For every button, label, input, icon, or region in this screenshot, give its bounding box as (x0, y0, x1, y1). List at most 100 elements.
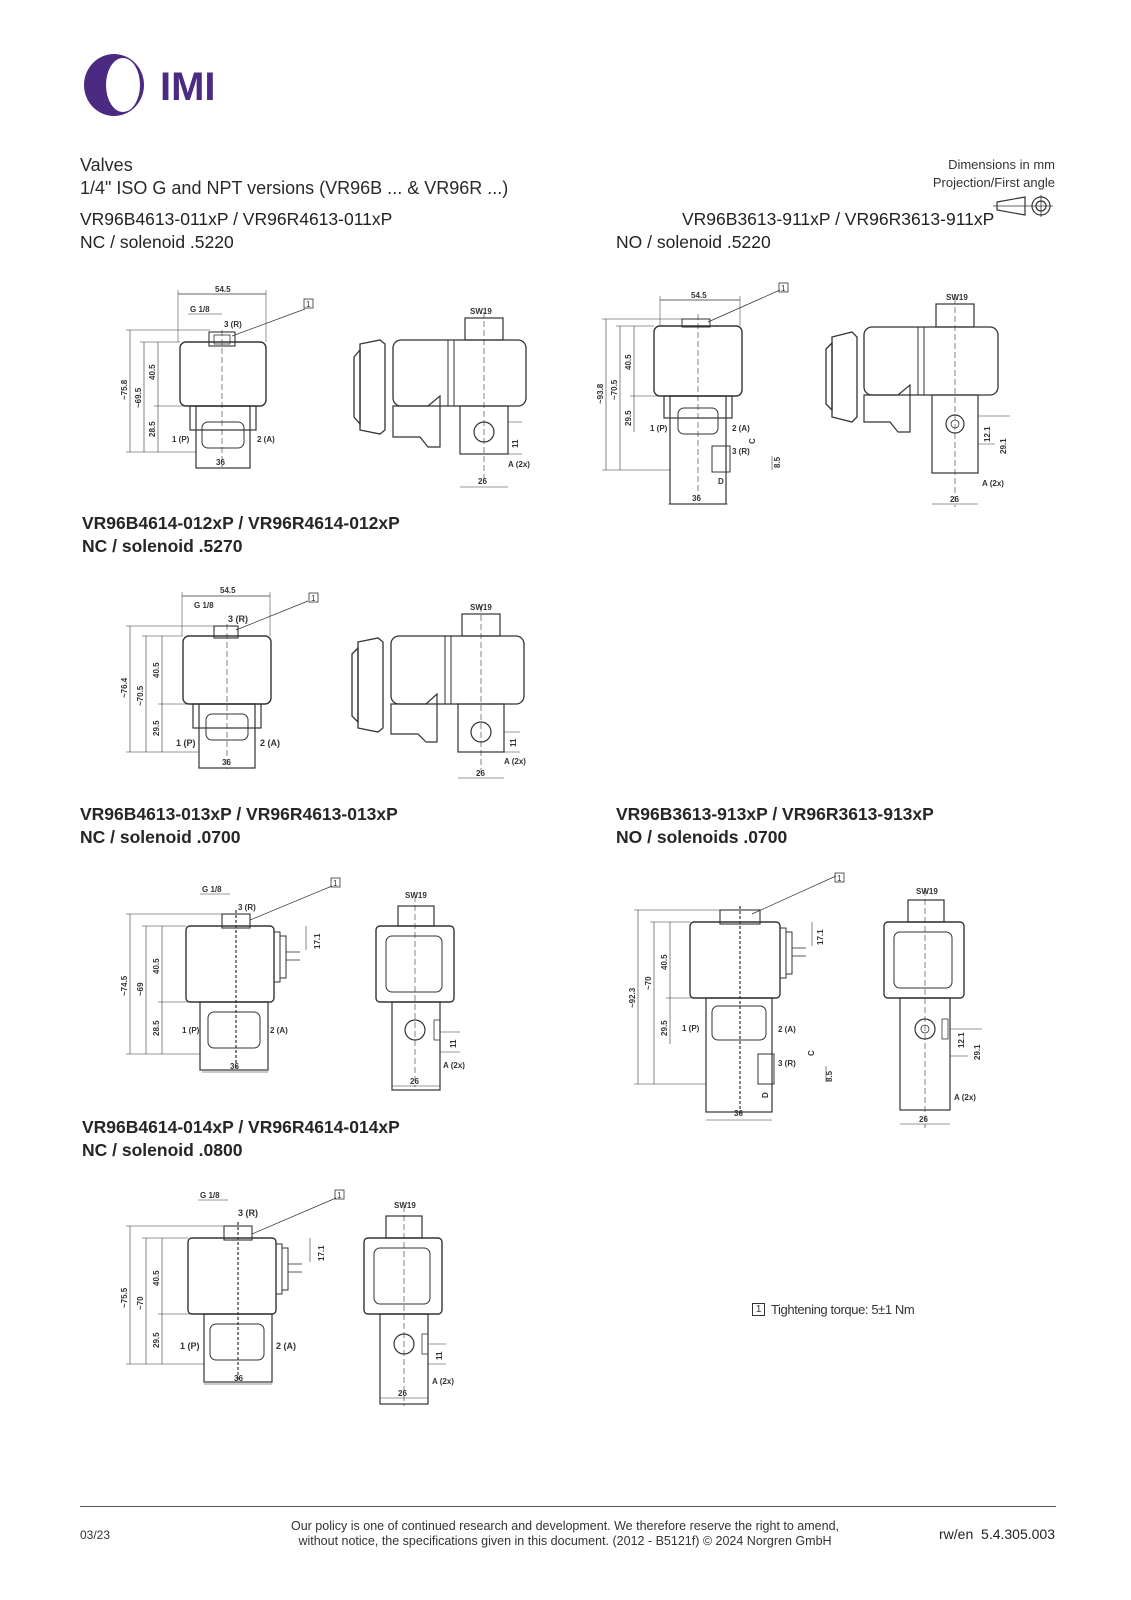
logo-text: IMI (160, 65, 216, 109)
d1-a2x: A (2x) (508, 460, 530, 469)
d4-dim-body: 28.5 (152, 1020, 161, 1036)
d4-note-ref: 1 (333, 879, 338, 888)
d5-dim-body: 29.5 (660, 1020, 669, 1036)
d5-a2x: A (2x) (954, 1093, 976, 1102)
d6-a2x: A (2x) (432, 1377, 454, 1386)
d5-dim-coil: 40.5 (660, 954, 669, 970)
section-1-model: VR96B4613-011xP / VR96R4613-011xP (80, 209, 393, 229)
d5-sw19: SW19 (916, 887, 938, 896)
d3-port1: 1 (P) (176, 738, 196, 748)
footer-policy-line-1: Our policy is one of continued research … (291, 1519, 839, 1533)
section-4-title: VR96B4613-013xP / VR96R4613-013xP NC / s… (80, 803, 398, 849)
d5-port2: 2 (A) (778, 1025, 796, 1034)
d6-port1: 1 (P) (180, 1341, 200, 1351)
d4-port1: 1 (P) (182, 1026, 200, 1035)
section-2-type: NO / solenoid .5220 (616, 232, 771, 252)
section-6-title: VR96B4614-014xP / VR96R4614-014xP NC / s… (82, 1116, 400, 1162)
d5-d: D (761, 1092, 770, 1098)
d3-note-ref: 1 (311, 594, 316, 603)
d2-dim-width: 54.5 (691, 291, 707, 300)
d5-dim-side: 26 (919, 1115, 928, 1124)
d4-dim-side: 26 (410, 1077, 419, 1086)
d6-port3: 3 (R) (238, 1208, 258, 1218)
section-3-model: VR96B4614-012xP / VR96R4614-012xP (82, 513, 400, 533)
d3-dim-side: 26 (476, 769, 485, 778)
d5-c: C (807, 1050, 816, 1056)
footer-policy: Our policy is one of continued research … (265, 1519, 865, 1549)
section-2-title: VR96B3613-911xP / VR96R3613-911xP NO / s… (616, 208, 994, 254)
d1-dim-base: 36 (216, 458, 225, 467)
d3-port3: 3 (R) (228, 614, 248, 624)
d3-dim-body: 29.5 (152, 720, 161, 736)
d2-dim-291: 29.1 (999, 438, 1008, 454)
d2-dim-coil: 40.5 (624, 354, 633, 370)
d6-sw19: SW19 (394, 1201, 416, 1210)
d3-dim-coil: 40.5 (152, 662, 161, 678)
d5-dim-h2: ~70 (644, 976, 653, 990)
d1-note-ref: 1 (306, 300, 311, 309)
d6-dim-base: 36 (234, 1374, 243, 1383)
section-3-title: VR96B4614-012xP / VR96R4614-012xP NC / s… (82, 512, 400, 558)
imi-logo: IMI (78, 50, 228, 120)
drawing-5: 1 17.1 1 (P) 2 (A) 3 (R) C D 8.5 36 ~92.… (620, 866, 1020, 1136)
drawing-2: 54.5 1 1 (P) 2 (A) 3 (R) C D 8.5 36 ~93.… (590, 282, 1030, 517)
d4-dim-h2: ~69 (136, 982, 145, 996)
d1-port2: 2 (A) (257, 435, 275, 444)
note-number-box: 1 (752, 1303, 765, 1316)
d4-dim-base: 36 (230, 1062, 239, 1071)
d6-port2: 2 (A) (276, 1341, 296, 1351)
d6-dim-171: 17.1 (317, 1245, 326, 1261)
d5-dim-291: 29.1 (973, 1044, 982, 1060)
d1-dim-body: 28.5 (148, 421, 157, 437)
page-title: Valves (80, 155, 133, 175)
d6-dim-side: 26 (398, 1389, 407, 1398)
first-angle-projection-icon (993, 194, 1055, 223)
d4-dim-total: ~74.5 (120, 975, 129, 996)
d2-dim-base: 36 (692, 494, 701, 503)
note-text: Tightening torque: 5±1 Nm (771, 1302, 915, 1317)
footer-policy-line-2: without notice, the specifications given… (298, 1534, 832, 1548)
d2-dim-121: 12.1 (983, 426, 992, 442)
d2-note-ref: 1 (781, 284, 786, 293)
d2-c: C (748, 438, 757, 444)
d4-thread: G 1/8 (202, 885, 222, 894)
d3-thread: G 1/8 (194, 601, 214, 610)
d2-port1: 1 (P) (650, 424, 668, 433)
d2-dim-85: 8.5 (773, 456, 782, 468)
d4-sw19: SW19 (405, 891, 427, 900)
d3-a2x: A (2x) (504, 757, 526, 766)
section-5-type: NO / solenoids .0700 (616, 827, 788, 847)
d3-dim-port: 11 (509, 738, 518, 747)
dimensions-unit: Dimensions in mm (948, 157, 1055, 172)
section-5-model: VR96B3613-913xP / VR96R3613-913xP (616, 804, 934, 824)
d3-dim-width: 54.5 (220, 586, 236, 595)
section-2-model: VR96B3613-911xP / VR96R3613-911xP (682, 209, 995, 229)
d2-dim-total: ~93.8 (596, 383, 605, 404)
d2-d: D (718, 477, 724, 486)
d4-dim-coil: 40.5 (152, 958, 161, 974)
d5-port3: 3 (R) (778, 1059, 796, 1068)
section-3-type: NC / solenoid .5270 (82, 536, 243, 556)
drawing-3: 54.5 G 1/8 3 (R) 1 1 (P) 2 (A) 36 ~76.4 … (110, 584, 550, 789)
d1-dim-side: 26 (478, 477, 487, 486)
d5-dim-171: 17.1 (816, 929, 825, 945)
d1-dim-h2: ~69.5 (134, 387, 143, 408)
d4-dim-171: 17.1 (313, 933, 322, 949)
d4-dim-port: 11 (449, 1039, 458, 1048)
d6-dim-total: ~75.5 (120, 1287, 129, 1308)
section-4-model: VR96B4613-013xP / VR96R4613-013xP (80, 804, 398, 824)
d2-port3: 3 (R) (732, 447, 750, 456)
footer-divider (80, 1506, 1056, 1507)
d4-port3: 3 (R) (238, 903, 256, 912)
dimension-note: Dimensions in mm Projection/First angle (933, 156, 1055, 192)
d4-a2x: A (2x) (443, 1061, 465, 1070)
d1-port1: 1 (P) (172, 435, 190, 444)
d5-dim-base: 36 (734, 1109, 743, 1118)
drawing-4: G 1/8 3 (R) 1 17.1 1 (P) 2 (A) 36 ~74.5 … (110, 872, 490, 1102)
d5-note-ref: 1 (837, 874, 842, 883)
page-subtitle: 1/4" ISO G and NPT versions (VR96B ... &… (80, 178, 509, 198)
d6-dim-coil: 40.5 (152, 1270, 161, 1286)
drawing-1: 54.5 G 1/8 3 (R) 1 1 (P) 2 (A) 36 ~75.8 … (110, 282, 550, 502)
section-1-title: VR96B4613-011xP / VR96R4613-011xP NC / s… (80, 208, 392, 254)
section-4-type: NC / solenoid .0700 (80, 827, 241, 847)
